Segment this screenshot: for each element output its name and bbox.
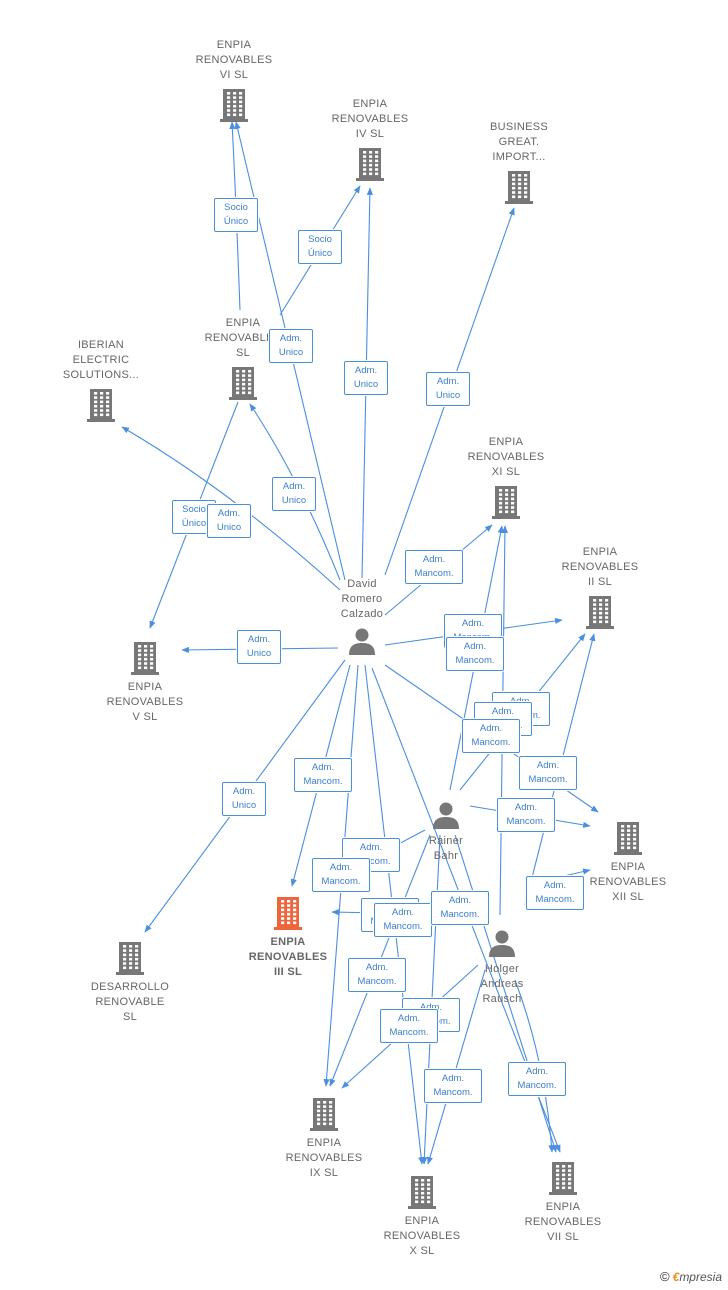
company-node-xi[interactable]: ENPIA RENOVABLES XI SL — [451, 435, 561, 520]
relation-badge-b3[interactable]: Adm. Unico — [269, 329, 313, 363]
company-node-ii[interactable]: ENPIA RENOVABLES II SL — [545, 545, 655, 630]
building-icon — [586, 596, 614, 629]
building-icon — [131, 642, 159, 675]
relation-badge-b24[interactable]: Adm. Mancom. — [374, 903, 432, 937]
relation-badge-b26[interactable]: Adm. Mancom. — [348, 958, 406, 992]
company-node-v[interactable]: ENPIA RENOVABLES V SL — [90, 640, 200, 725]
company-name: ENPIA RENOVABLES V SL — [106, 681, 184, 723]
building-icon — [408, 1176, 436, 1209]
relation-badge-b18[interactable]: Adm. Mancom. — [519, 756, 577, 790]
person-node-holger[interactable]: Holger Andreas Rausch — [447, 928, 557, 1007]
person-node-david[interactable]: David Romero Calzado — [307, 577, 417, 656]
edge-holger-x — [426, 969, 486, 1165]
building-icon — [310, 1098, 338, 1131]
brand-logo: ©€mpresia — [660, 1269, 722, 1284]
relation-badge-b17[interactable]: Adm. Mancom. — [294, 758, 352, 792]
relation-badge-b5[interactable]: Adm. Unico — [426, 372, 470, 406]
relation-badge-b19[interactable]: Adm. Mancom. — [497, 798, 555, 832]
company-name: ENPIA RENOVABLES II SL — [561, 546, 639, 588]
company-name: ENPIA RENOVABLES VI SL — [195, 39, 273, 81]
company-name: ENPIA RENOVABLES IX SL — [285, 1137, 363, 1179]
company-node-xii[interactable]: ENPIA RENOVABLES XII SL — [573, 820, 683, 905]
relation-badge-b4[interactable]: Adm. Unico — [344, 361, 388, 395]
person-name: Rainer Bahr — [428, 835, 464, 862]
building-icon — [549, 1162, 577, 1195]
company-node-des[interactable]: DESARROLLO RENOVABLE SL — [75, 940, 185, 1025]
building-icon — [229, 367, 257, 400]
company-node-bg[interactable]: BUSINESS GREAT. IMPORT... — [464, 120, 574, 205]
company-node-vii[interactable]: ENPIA RENOVABLES VII SL — [508, 1160, 618, 1245]
person-icon — [433, 802, 459, 829]
relation-badge-b30[interactable]: Adm. Mancom. — [508, 1062, 566, 1096]
company-name: BUSINESS GREAT. IMPORT... — [489, 121, 549, 163]
relation-badge-b25[interactable]: Adm. Mancom. — [431, 891, 489, 925]
person-name: David Romero Calzado — [340, 578, 384, 620]
relation-badge-b2[interactable]: Socio Único — [298, 230, 342, 264]
relation-badge-b28[interactable]: Adm. Mancom. — [380, 1009, 438, 1043]
person-name: Holger Andreas Rausch — [480, 963, 524, 1005]
relation-badge-b8[interactable]: Adm. Unico — [207, 504, 251, 538]
relation-badge-b16[interactable]: Adm. Unico — [222, 782, 266, 816]
building-icon — [356, 148, 384, 181]
company-node-x[interactable]: ENPIA RENOVABLES X SL — [367, 1174, 477, 1259]
person-icon — [349, 628, 375, 655]
person-icon — [489, 930, 515, 957]
company-node-ix[interactable]: ENPIA RENOVABLES IX SL — [269, 1096, 379, 1181]
brand-logo-text: mpresia — [679, 1270, 722, 1284]
company-name: ENPIA RENOVABLES XI SL — [467, 436, 545, 478]
company-name: IBERIAN ELECTRIC SOLUTIONS... — [62, 339, 140, 381]
building-icon — [116, 942, 144, 975]
building-icon — [220, 89, 248, 122]
building-icon — [492, 486, 520, 519]
relation-badge-b9[interactable]: Adm. Mancom. — [405, 550, 463, 584]
relation-badge-b29[interactable]: Adm. Mancom. — [424, 1069, 482, 1103]
building-icon — [274, 897, 302, 930]
company-name: ENPIA RENOVABLES IV SL — [331, 98, 409, 140]
copyright-symbol: © — [660, 1269, 670, 1284]
company-node-vi[interactable]: ENPIA RENOVABLES VI SL — [179, 38, 289, 123]
company-name: ENPIA RENOVABLES XII SL — [589, 861, 667, 903]
relation-badge-b20[interactable]: Adm. Mancom. — [526, 876, 584, 910]
relation-badge-b10[interactable]: Adm. Unico — [237, 630, 281, 664]
company-name: ENPIA RENOVABLES III SL — [248, 936, 328, 978]
relation-badge-b6[interactable]: Adm. Unico — [272, 477, 316, 511]
company-node-iii[interactable]: ENPIA RENOVABLES III SL — [233, 895, 343, 980]
edge-rainer-vii — [454, 834, 557, 1153]
company-name: DESARROLLO RENOVABLE SL — [90, 981, 170, 1023]
company-name: ENPIA RENOVABLES VII SL — [524, 1201, 602, 1243]
company-name: ENPIA RENOVABLES X SL — [383, 1215, 461, 1257]
company-node-iv[interactable]: ENPIA RENOVABLES IV SL — [315, 97, 425, 182]
edge-david-ib — [121, 426, 341, 591]
building-icon — [87, 389, 115, 422]
building-icon — [614, 822, 642, 855]
company-node-ib[interactable]: IBERIAN ELECTRIC SOLUTIONS... — [46, 338, 156, 423]
person-node-rainer[interactable]: Rainer Bahr — [391, 800, 501, 864]
company-name: ENPIA RENOVABLES SL — [204, 317, 282, 359]
building-icon — [505, 171, 533, 204]
relation-badge-b1[interactable]: Socio Único — [214, 198, 258, 232]
brand-logo-e: € — [672, 1270, 680, 1284]
relation-badge-b15[interactable]: Adm. Mancom. — [462, 719, 520, 753]
relation-badge-b12[interactable]: Adm. Mancom. — [446, 637, 504, 671]
company-node-sl[interactable]: ENPIA RENOVABLES SL — [188, 316, 298, 401]
relation-badge-b22[interactable]: Adm. Mancom. — [312, 858, 370, 892]
